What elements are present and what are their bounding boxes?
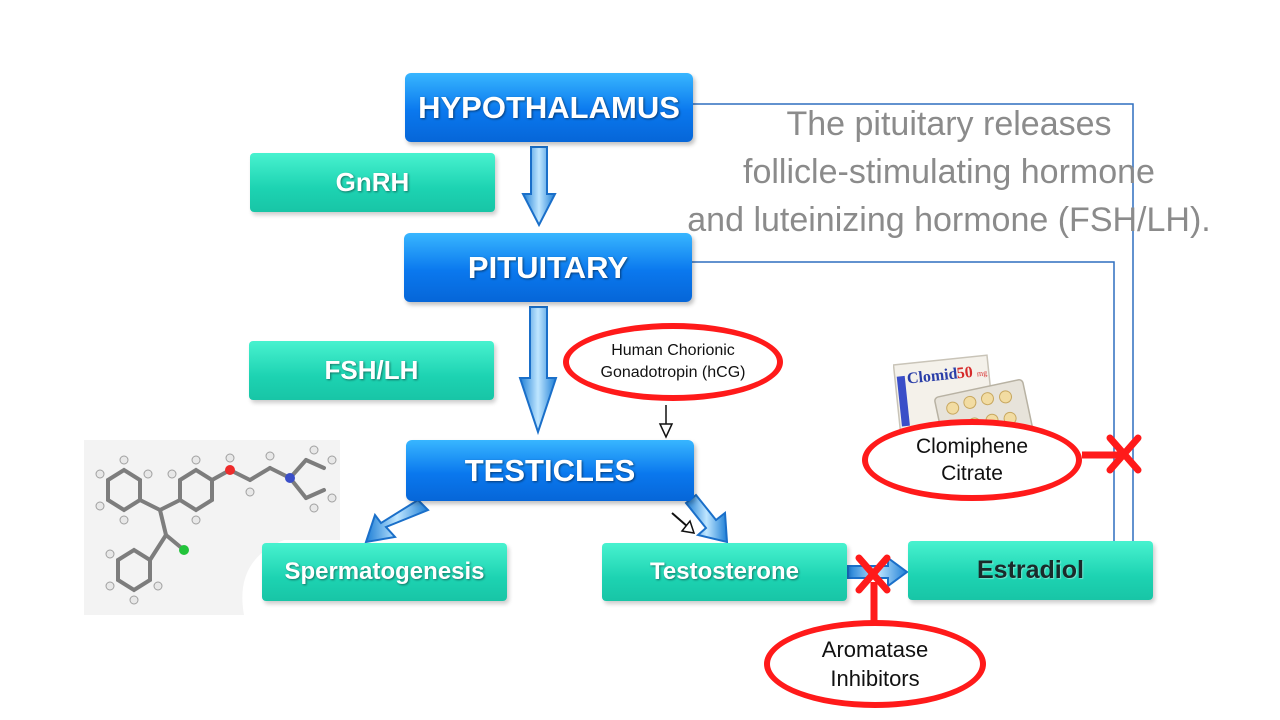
hcg-arrow xyxy=(658,405,674,439)
package-brand: Clomid xyxy=(906,365,958,387)
node-pituitary-label: PITUITARY xyxy=(467,249,629,285)
package-dose: 50 xyxy=(956,364,974,383)
drug-aromatase-line1: Aromatase xyxy=(821,637,929,662)
output-spermatogenesis: Spermatogenesis xyxy=(262,543,507,601)
down-arrow-hypothalamus-pituitary xyxy=(521,146,557,228)
feedback-lines xyxy=(692,103,1134,543)
drug-hcg-line1: Human Chorionic xyxy=(611,342,735,359)
caption-line-3: and luteinizing hormone (FSH/LH). xyxy=(687,201,1211,239)
hormone-fsh-lh-label: FSH/LH xyxy=(324,355,419,385)
drug-hcg-line2: Gonadotropin (hCG) xyxy=(600,364,746,381)
node-hypothalamus-label: HYPOTHALAMUS xyxy=(418,89,680,125)
caption-line-2: follicle-stimulating hormone xyxy=(743,153,1155,191)
caption-text: The pituitary releases follicle-stimulat… xyxy=(664,100,1234,244)
black-arrow-testosterone xyxy=(671,512,696,534)
drug-hcg-oval: Human Chorionic Gonadotropin (hCG) xyxy=(563,323,783,401)
drug-clomiphene-oval: Clomiphene Citrate xyxy=(862,419,1082,501)
diag-arrow-spermatogenesis xyxy=(364,498,430,544)
drug-clomiphene-line1: Clomiphene xyxy=(915,435,1029,458)
node-hypothalamus: HYPOTHALAMUS xyxy=(405,73,693,142)
node-testicles-label: TESTICLES xyxy=(464,452,636,488)
drug-aromatase-line2: Inhibitors xyxy=(830,666,920,691)
down-arrow-pituitary-testicles xyxy=(518,306,558,436)
output-spermatogenesis-label: Spermatogenesis xyxy=(284,558,485,585)
node-testicles: TESTICLES xyxy=(406,440,694,501)
drug-aromatase-oval: Aromatase Inhibitors xyxy=(764,620,986,708)
hormone-gnrh-label: GnRH xyxy=(335,167,410,197)
caption-line-1: The pituitary releases xyxy=(786,105,1112,143)
output-testosterone-label: Testosterone xyxy=(650,558,799,585)
aromatase-block-x xyxy=(855,554,891,594)
node-pituitary: PITUITARY xyxy=(404,233,692,302)
drug-clomiphene-line2: Citrate xyxy=(941,462,1003,485)
output-estradiol-label: Estradiol xyxy=(977,556,1084,584)
hormone-gnrh: GnRH xyxy=(250,153,495,212)
diag-arrow-testosterone xyxy=(684,493,729,544)
output-testosterone: Testosterone xyxy=(602,543,847,601)
output-estradiol: Estradiol xyxy=(908,541,1153,600)
clomiphene-block-x xyxy=(1106,434,1142,474)
hormone-fsh-lh: FSH/LH xyxy=(249,341,494,400)
package-unit: mg xyxy=(976,368,987,378)
